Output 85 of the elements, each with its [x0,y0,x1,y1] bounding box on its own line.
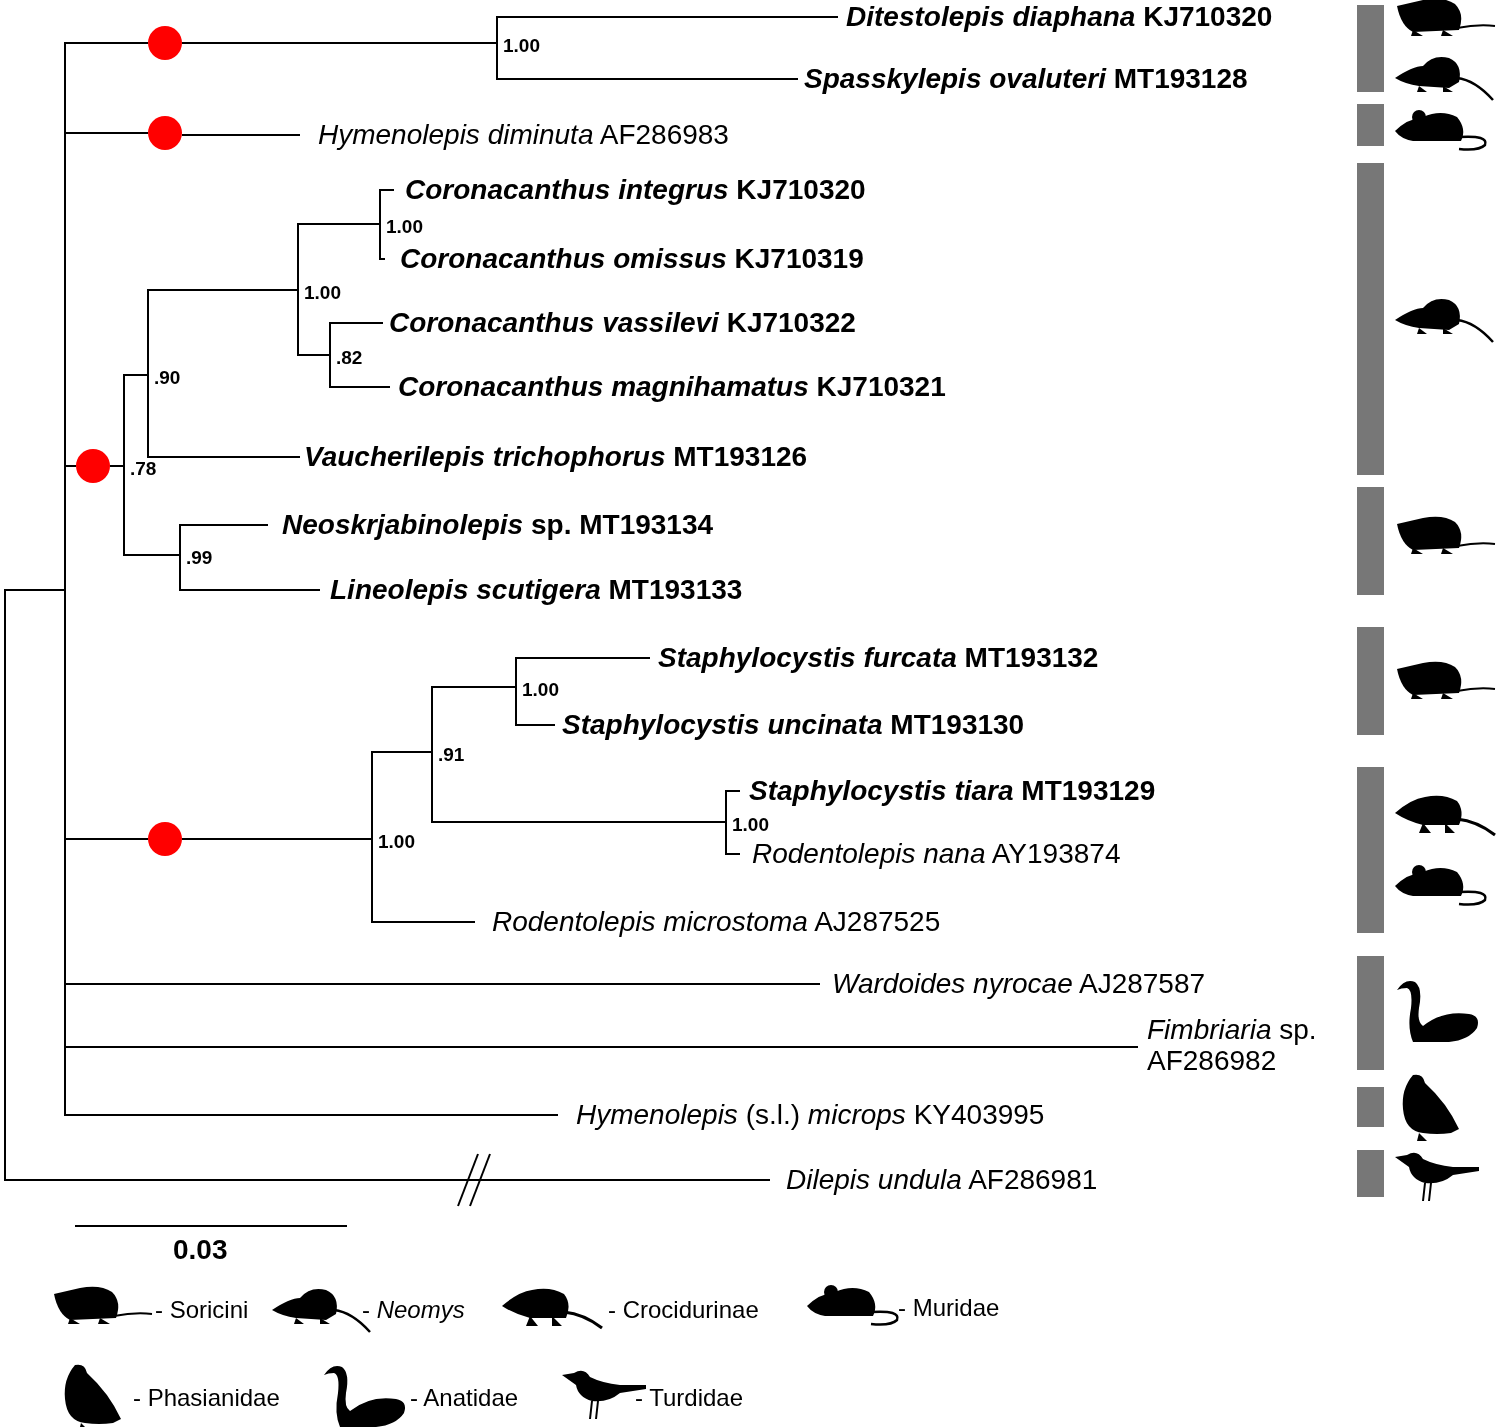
scale-value: 0.03 [173,1234,228,1266]
tree-branch [181,838,373,840]
branch-node [147,289,181,458]
taxon-label: Staphylocystis tiara MT193129 [740,775,1156,806]
branch-node [329,322,363,388]
tree-branch [431,821,727,823]
tree-branch [109,465,125,467]
tree-branch [181,42,498,44]
taxon-label: Lineolepis scutigera MT193133 [320,574,743,605]
tree-branch [431,686,517,688]
branch-node [371,751,415,923]
tree-branch [64,465,77,467]
tree-branch [179,589,321,591]
tree-branch [64,132,149,134]
branch-node [179,524,213,591]
tree-branch [515,657,651,659]
taxon-label: Coronacanthus magnihamatus KJ710321 [390,371,946,402]
taxon-label: Staphylocystis furcata MT193132 [650,642,1099,673]
tree-branch [123,554,181,556]
support-value: .99 [186,547,213,569]
taxon-label: Hymenolepis (s.l.) microps KY403995 [558,1099,1045,1130]
tree-branch [297,223,381,225]
taxon-label: Wardoides nyrocae AJ287587 [820,968,1206,999]
tree-branch [64,1046,1139,1048]
tree-branch [64,983,821,985]
tree-branch [179,524,269,526]
tree-branch [496,16,839,18]
tree-branch [515,724,556,726]
tree-branch [64,1114,559,1116]
tree-branch [329,322,384,324]
taxon-label: Coronacanthus omissus KJ710319 [385,243,864,274]
taxon-label: Ditestolepis diaphana KJ710320 [838,1,1273,32]
tree-branch [4,589,66,591]
node-marker [76,449,110,483]
tree-branch [147,289,299,291]
tree-branch [725,790,741,792]
tree-branch [64,42,149,44]
legend-label: - Turdidae [635,1384,744,1412]
support-value: .90 [154,367,181,389]
taxon-label: Fimbriaria sp. AF286982 [1138,1014,1347,1076]
taxon-label: Hymenolepis diminuta AF286983 [300,119,729,150]
node-marker [148,26,182,60]
legend-label: - Crocidurinae [608,1296,759,1324]
tree-branch [725,853,741,855]
taxon-label: Coronacanthus integrus KJ710320 [394,174,866,205]
taxon-label: Spasskylepis ovaluteri MT193128 [798,63,1248,94]
legend-label: - Soricini [155,1296,249,1324]
node-marker [148,822,182,856]
taxon-label: Rodentolepis microstoma AJ287525 [475,906,941,937]
support-value: 1.00 [304,282,341,304]
legend-label: - Muridae [898,1294,1000,1322]
tree-branch [297,354,331,356]
legend-label: - Phasianidae [133,1384,280,1412]
support-value: 1.00 [503,35,540,57]
branch-node [515,657,559,726]
tree-branch [379,258,386,260]
taxon-label: Coronacanthus vassilevi KJ710322 [383,307,856,338]
support-value: .91 [438,744,465,766]
support-value: .82 [336,347,363,369]
support-value: 1.00 [386,216,423,238]
tree-branch [379,189,395,191]
support-value: 1.00 [732,814,769,836]
node-marker [148,116,182,150]
support-value: 1.00 [522,679,559,701]
support-value: .78 [130,458,157,480]
tree-branch [371,751,433,753]
taxon-label: Neoskrjabinolepis sp. MT193134 [268,509,714,540]
branch-node [496,16,540,80]
tree-branch [4,1179,771,1181]
tree-branch [329,386,391,388]
tree-branch [64,838,149,840]
tree-branch [181,134,301,136]
tree-branch [496,78,799,80]
taxon-label: Rodentolepis nana AY193874 [740,838,1121,869]
support-value: 1.00 [378,831,415,853]
tree-branch [147,456,301,458]
legend-label: - Neomys [362,1296,465,1324]
tree-branch [371,921,476,923]
taxon-label: Dilepis undula AF286981 [770,1164,1098,1195]
legend-label: - Anatidae [410,1384,519,1412]
taxon-label: Staphylocystis uncinata MT193130 [555,709,1025,740]
branch-node [123,374,157,556]
taxon-label: Vaucherilepis trichophorus MT193126 [300,441,808,472]
tree-branch [123,374,149,376]
branch-node [431,686,465,823]
